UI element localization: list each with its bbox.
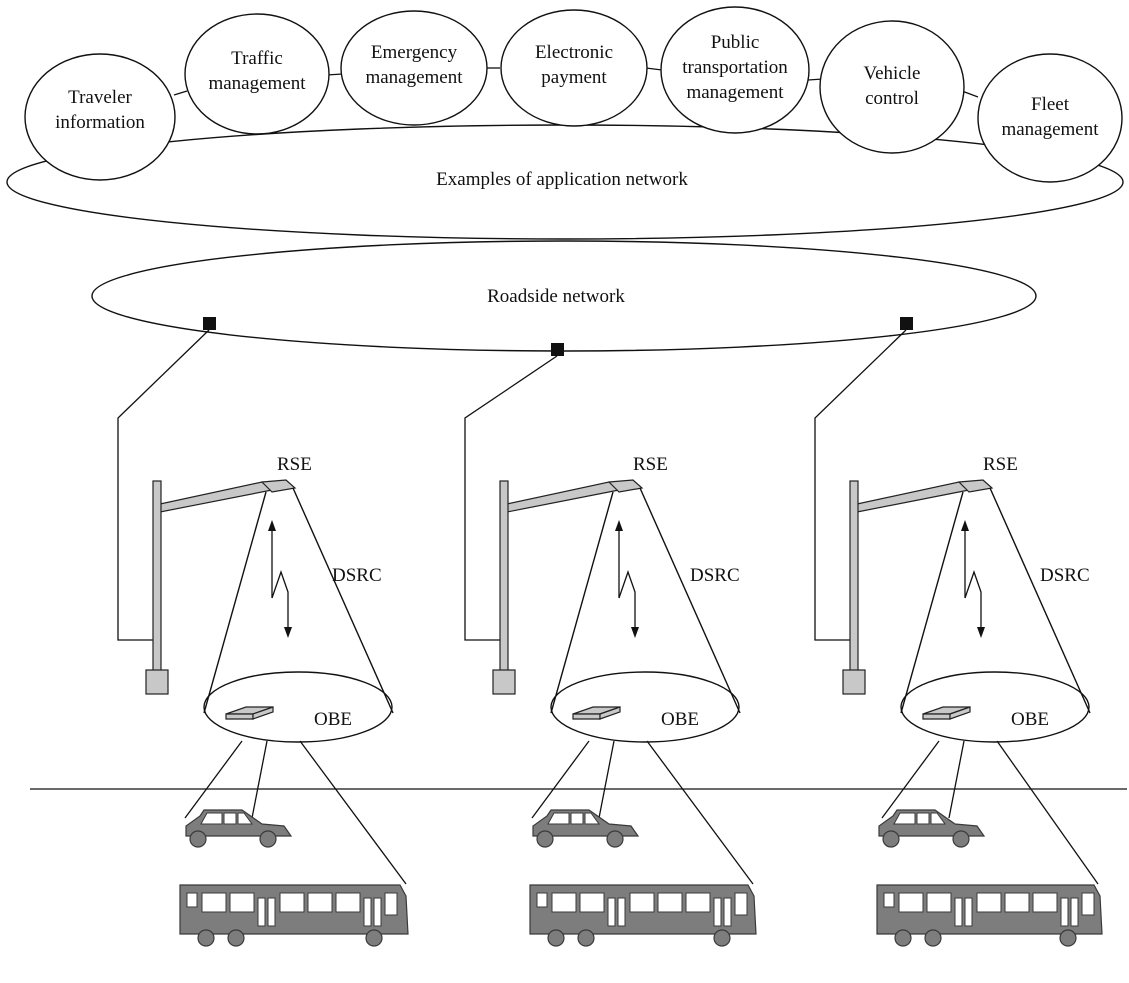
- app-line: Traffic: [231, 48, 283, 69]
- app-vehicle-control: Vehicle control: [819, 20, 965, 154]
- bus-icon: [179, 884, 409, 947]
- app-line: transportation: [682, 57, 788, 78]
- obe-label: OBE: [661, 709, 699, 730]
- signal-lightning: [271, 570, 289, 630]
- obe-label: OBE: [1011, 709, 1049, 730]
- dsrc-label: DSRC: [332, 565, 382, 586]
- roadside-unit: RSE DSRC OBE: [464, 355, 757, 947]
- roadside-unit: RSE DSRC OBE: [117, 329, 409, 947]
- app-line: control: [865, 88, 919, 109]
- app-line: payment: [541, 67, 607, 88]
- gantry-arm: [506, 481, 621, 513]
- bus-icon: [876, 884, 1103, 947]
- dsrc-label: DSRC: [690, 565, 740, 586]
- network-node: [900, 317, 913, 330]
- app-traffic-management: Traffic management: [184, 13, 330, 135]
- rse-label: RSE: [633, 454, 668, 475]
- pole-base: [492, 669, 516, 695]
- obe-zone: [900, 671, 1090, 743]
- obe-zone: [203, 671, 393, 743]
- car-icon: [878, 809, 986, 848]
- dsrc-label: DSRC: [1040, 565, 1090, 586]
- dsrc-cone: [900, 491, 964, 714]
- roadside-unit: RSE DSRC OBE: [814, 329, 1103, 947]
- app-fleet-management: Fleet management: [977, 53, 1123, 183]
- roadside-network-caption: Roadside network: [487, 286, 625, 307]
- app-electronic-payment: Electronic payment: [500, 9, 648, 127]
- pole-base: [842, 669, 866, 695]
- rse-antenna: [607, 479, 644, 493]
- rse-label: RSE: [277, 454, 312, 475]
- app-line: information: [55, 112, 145, 133]
- network-node: [551, 343, 564, 356]
- pole: [152, 480, 162, 672]
- network-node: [203, 317, 216, 330]
- obe-label: OBE: [314, 709, 352, 730]
- rse-antenna: [260, 479, 297, 493]
- app-traveler-information: Traveler information: [24, 53, 176, 181]
- app-line: Public: [711, 32, 760, 53]
- pole: [499, 480, 509, 672]
- car-icon: [532, 809, 640, 848]
- rse-antenna: [957, 479, 994, 493]
- app-line: Traveler: [68, 87, 132, 108]
- app-line: Electronic: [535, 42, 613, 63]
- gantry-arm: [856, 481, 971, 513]
- app-public-transportation-management: Public transportation management: [660, 6, 810, 134]
- dsrc-cone: [203, 491, 267, 714]
- pole: [849, 480, 859, 672]
- app-line: management: [686, 82, 784, 103]
- app-line: Fleet: [1031, 94, 1070, 115]
- gantry-arm: [159, 481, 274, 513]
- application-network-caption: Examples of application network: [436, 169, 688, 190]
- signal-lightning: [618, 570, 636, 630]
- car-icon: [185, 809, 293, 848]
- bus-icon: [529, 884, 757, 947]
- app-line: Emergency: [371, 42, 458, 63]
- app-line: Vehicle: [864, 63, 921, 84]
- signal-lightning: [964, 570, 982, 630]
- app-line: management: [208, 73, 306, 94]
- app-line: management: [1001, 119, 1099, 140]
- pole-base: [145, 669, 169, 695]
- app-emergency-management: Emergency management: [340, 10, 488, 126]
- app-line: management: [365, 67, 463, 88]
- rse-label: RSE: [983, 454, 1018, 475]
- obe-zone: [550, 671, 740, 743]
- dsrc-cone: [550, 491, 614, 714]
